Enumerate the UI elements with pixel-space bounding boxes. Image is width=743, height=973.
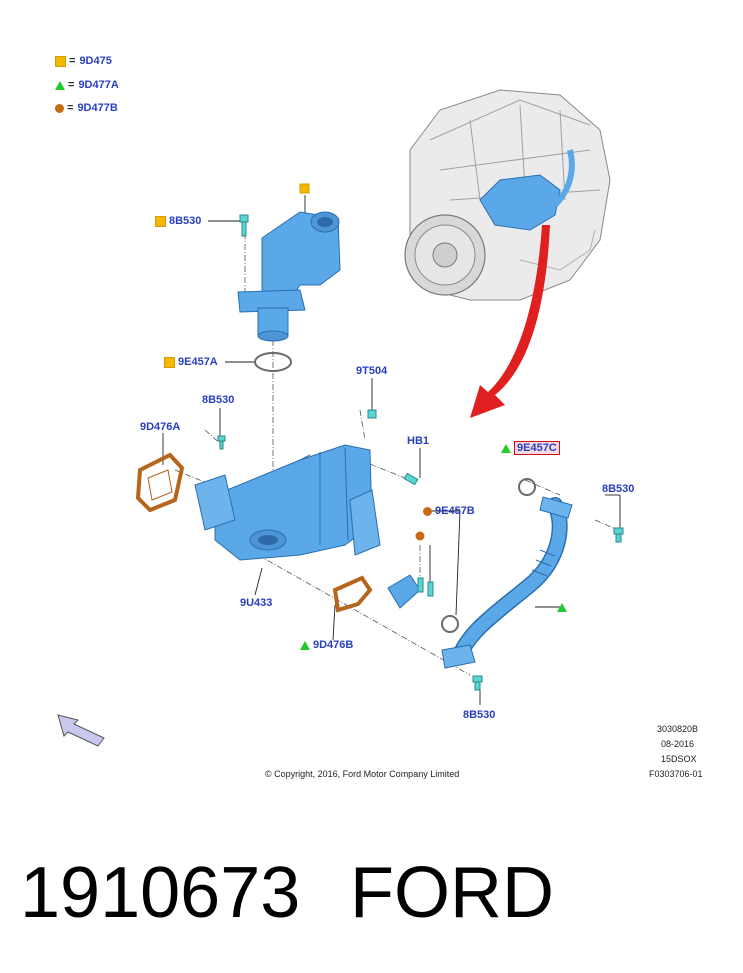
circle-icon — [415, 531, 425, 541]
legend-row-circle: =9D477B — [55, 102, 118, 115]
callout-8b530-left: 8B530 — [202, 394, 235, 406]
triangle-icon — [501, 443, 511, 453]
o-ring-9e457c — [518, 478, 536, 496]
callout-8b530-top: 8B530 — [155, 215, 201, 228]
gasket-9d476b — [332, 575, 373, 613]
callout-hb1: HB1 — [407, 435, 430, 447]
brand-name: FORD — [350, 853, 554, 933]
legend-code: 9D477A — [78, 79, 119, 91]
square-icon — [164, 356, 175, 368]
engine-illustration — [404, 89, 611, 301]
square-icon — [55, 56, 66, 67]
sensor-assembly — [387, 574, 434, 609]
legend-code: 9D475 — [79, 55, 112, 67]
o-ring-9e457b — [441, 615, 459, 633]
drawing-date: 08-2016 — [661, 739, 695, 749]
callout-9e457c: 9E457C — [501, 441, 560, 455]
square-icon — [299, 183, 310, 194]
callout-9e457b: 9E457B — [423, 505, 475, 518]
circle-icon — [55, 104, 64, 113]
part-number: 1910673 — [20, 853, 301, 933]
egr-cooler-9u433 — [194, 444, 381, 561]
bolt-9t504 — [367, 409, 377, 419]
red-arrow-icon — [470, 225, 550, 418]
callout-8b530-bottom: 8B530 — [463, 709, 496, 721]
callout-8b530-right: 8B530 — [602, 483, 635, 495]
o-ring-9e457a — [254, 352, 292, 372]
gasket-9d476a — [135, 452, 185, 513]
egr-pipe — [441, 496, 573, 669]
highlighted-part-code: 9E457C — [514, 441, 560, 455]
bolt-8b530-left — [217, 435, 226, 450]
egr-valve — [237, 211, 341, 342]
bolt-hb1 — [403, 472, 419, 486]
legend-row-square: =9D475 — [55, 55, 112, 68]
callout-9t504: 9T504 — [356, 365, 388, 377]
callout-9d476b: 9D476B — [300, 639, 353, 652]
bolt-8b530-bottom — [472, 675, 483, 691]
bolt-8b530-top — [239, 214, 249, 237]
triangle-icon — [557, 603, 567, 612]
view-direction-arrow-icon — [57, 714, 105, 747]
callout-9u433: 9U433 — [240, 597, 273, 609]
square-icon — [155, 215, 166, 227]
figure-id: F0303706-01 — [649, 769, 703, 779]
legend-code: 9D477B — [77, 102, 118, 114]
legend-row-triangle: =9D477A — [55, 79, 119, 92]
callout-9e457a: 9E457A — [164, 356, 218, 369]
triangle-icon — [55, 81, 65, 90]
triangle-icon — [300, 640, 310, 650]
bolt-8b530-right — [613, 527, 624, 543]
copyright: © Copyright, 2016, Ford Motor Company Li… — [265, 769, 460, 779]
callout-9d476a: 9D476A — [140, 421, 181, 433]
drawing-ref: 3030820B — [657, 724, 699, 734]
circle-icon — [423, 506, 432, 516]
drawing-model: 15DSOX — [661, 754, 697, 764]
